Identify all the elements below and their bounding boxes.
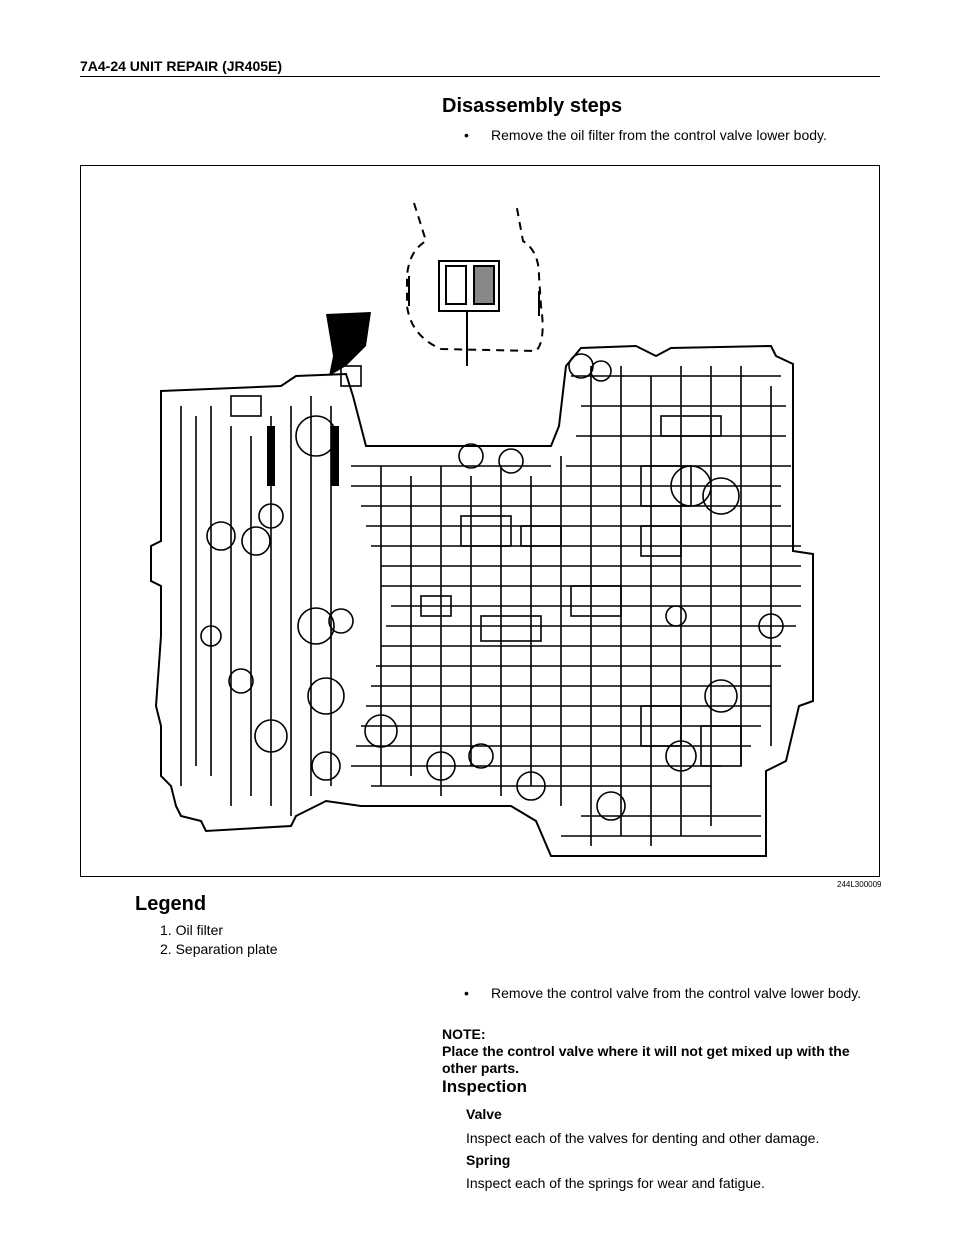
pointer-arrow-icon — [326, 312, 371, 376]
figure-code: 244L300009 — [837, 880, 882, 889]
note-label: NOTE: — [442, 1026, 486, 1042]
control-valve-diagram — [80, 165, 880, 877]
control-valve-illustration — [150, 202, 814, 857]
step-remove-control-valve: • Remove the control valve from the cont… — [464, 982, 882, 1028]
page-header: 7A4-24 UNIT REPAIR (JR405E) — [80, 58, 283, 74]
bullet-icon: • — [464, 985, 469, 1001]
legend-item: 1. Oil filter — [160, 922, 224, 938]
valve-body-outline — [150, 344, 814, 857]
bullet-icon: • — [464, 127, 469, 143]
oil-filter-detail — [406, 202, 544, 353]
legend-item: 2. Separation plate — [160, 941, 278, 957]
note-text: Place the control valve where it will no… — [442, 1043, 850, 1076]
step-remove-oil-filter: • Remove the oil filter from the control… — [464, 124, 884, 148]
step-text: Remove the oil filter from the control v… — [491, 127, 827, 143]
step-text: Remove the control valve from the contro… — [491, 985, 862, 1001]
legend-heading: Legend — [135, 893, 207, 915]
spring-inspection-text: Inspect each of the springs for wear and… — [466, 1175, 765, 1191]
valve-subheading: Valve — [466, 1106, 502, 1122]
inspection-heading: Inspection — [442, 1077, 528, 1096]
valve-inspection-text: Inspect each of the valves for denting a… — [466, 1130, 820, 1146]
header-rule — [80, 76, 880, 77]
disassembly-steps-heading: Disassembly steps — [442, 95, 623, 117]
oil-filter-icon — [438, 260, 500, 312]
spring-subheading: Spring — [466, 1152, 511, 1168]
